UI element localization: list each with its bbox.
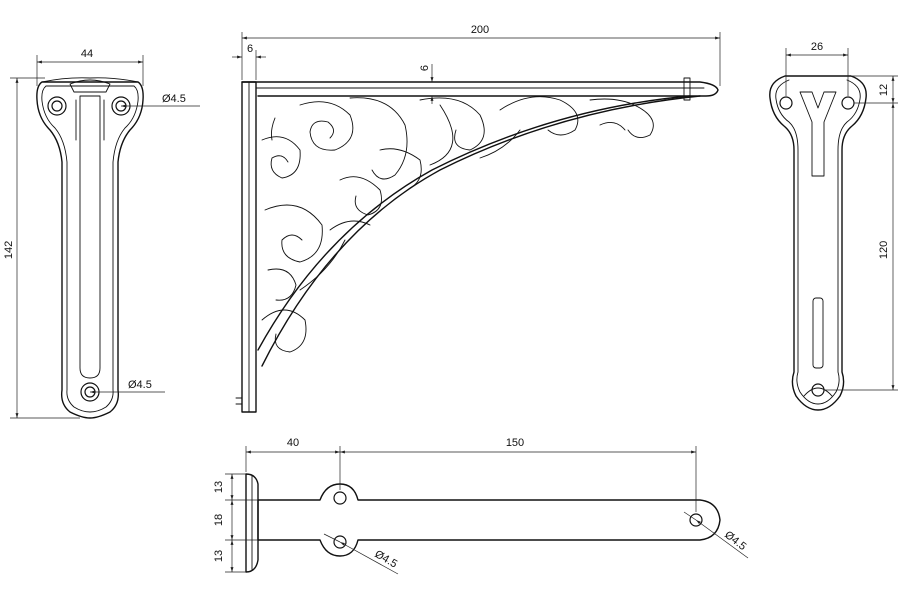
side-length-dim: 200	[471, 24, 489, 36]
front-width-dim: 44	[81, 48, 93, 60]
top-wall-plate	[245, 473, 259, 573]
rear-lower-slot	[812, 297, 824, 369]
side-plate-dim: 6	[247, 43, 253, 55]
top-offset-dim: 40	[287, 437, 299, 449]
side-view: 200 6 6	[232, 24, 721, 413]
rear-top-left-hole	[779, 96, 793, 110]
rear-top-right-hole	[841, 96, 855, 110]
top-right-hole-label: Ø4.5	[722, 529, 748, 553]
top-edge-lower-dim: 13	[213, 550, 225, 562]
rear-width-dim: 26	[811, 41, 823, 53]
front-view-top-cap	[41, 77, 139, 83]
side-top-arm	[241, 81, 719, 97]
top-left-hole-upper	[333, 491, 347, 505]
rear-view: 26 12 120	[769, 41, 898, 411]
top-arm-body	[257, 483, 721, 557]
front-view: 44 142 Ø4.5 Ø4.5	[3, 48, 200, 419]
front-top-hole-label: Ø4.5	[162, 93, 186, 105]
top-middle-dim: 18	[213, 514, 225, 526]
front-view-inner-outline	[41, 85, 139, 413]
top-hole-spacing-dim: 150	[506, 437, 524, 449]
side-ornament-scrollwork	[261, 96, 654, 353]
top-edge-upper-dim: 13	[213, 481, 225, 493]
side-thickness-dim: 6	[419, 65, 431, 71]
rear-bottom-hole	[811, 383, 825, 397]
front-bottom-hole-label: Ø4.5	[128, 379, 152, 391]
front-view-outline	[36, 81, 144, 419]
rear-view-outline	[769, 75, 867, 411]
rear-y-cutout	[799, 91, 837, 177]
side-diagonal-strut	[261, 95, 701, 367]
front-view-rib	[79, 95, 101, 379]
rear-hole-spacing-dim: 120	[878, 241, 890, 259]
top-view: 40 150 13 18 13 Ø4.5 Ø4.5	[213, 437, 748, 575]
front-height-dim: 142	[3, 241, 15, 259]
rear-top-offset-dim: 12	[878, 84, 890, 96]
